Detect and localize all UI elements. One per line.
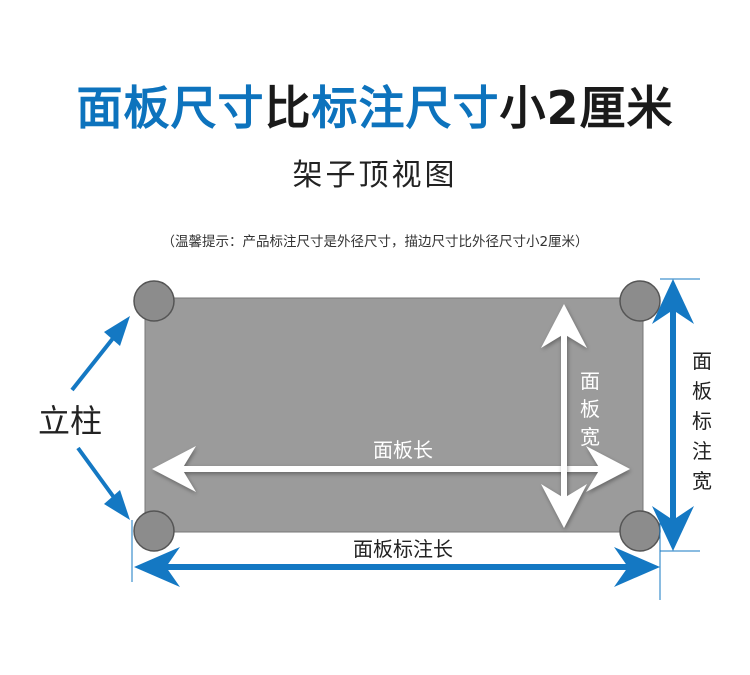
post-bottom-right [619, 510, 661, 552]
headline: 面板尺寸比标注尺寸小2厘米 [0, 78, 750, 138]
headline-part-2: 比 [264, 81, 312, 135]
marked-width-char-3: 标 [692, 409, 712, 433]
tip-note: （温馨提示：产品标注尺寸是外径尺寸，描边尺寸比外径尺寸小2厘米） [0, 232, 750, 252]
headline-part-4: 小2厘米 [499, 81, 674, 135]
marked-length-label: 面板标注长 [353, 537, 453, 561]
panel-width-char-2: 板 [580, 397, 600, 421]
panel-width-char-1: 面 [580, 369, 600, 393]
post-top-left [133, 280, 175, 322]
marked-width-char-4: 注 [692, 439, 712, 463]
panel-width-arrow [541, 304, 587, 528]
post-bottom-left [133, 510, 175, 552]
column-pointer-arrows [70, 316, 130, 520]
panel-length-label: 面板长 [373, 438, 433, 462]
headline-part-1: 面板尺寸 [76, 81, 265, 135]
marked-width-char-5: 宽 [692, 469, 712, 493]
panel-length-arrow [152, 446, 630, 492]
marked-width-arrow [652, 278, 700, 552]
marked-width-char-2: 板 [692, 379, 712, 403]
tip-text: （温馨提示：产品标注尺寸是外径尺寸，描边尺寸比外径尺寸小2厘米） [161, 234, 589, 250]
post-top-right [619, 280, 661, 322]
marked-width-char-1: 面 [692, 349, 712, 373]
marked-length-arrow [131, 520, 661, 600]
column-label: 立柱 [38, 402, 102, 440]
panel [144, 297, 644, 533]
subtitle: 架子顶视图 [292, 158, 458, 193]
panel-width-char-3: 宽 [580, 425, 600, 449]
headline-part-3: 标注尺寸 [311, 81, 500, 135]
